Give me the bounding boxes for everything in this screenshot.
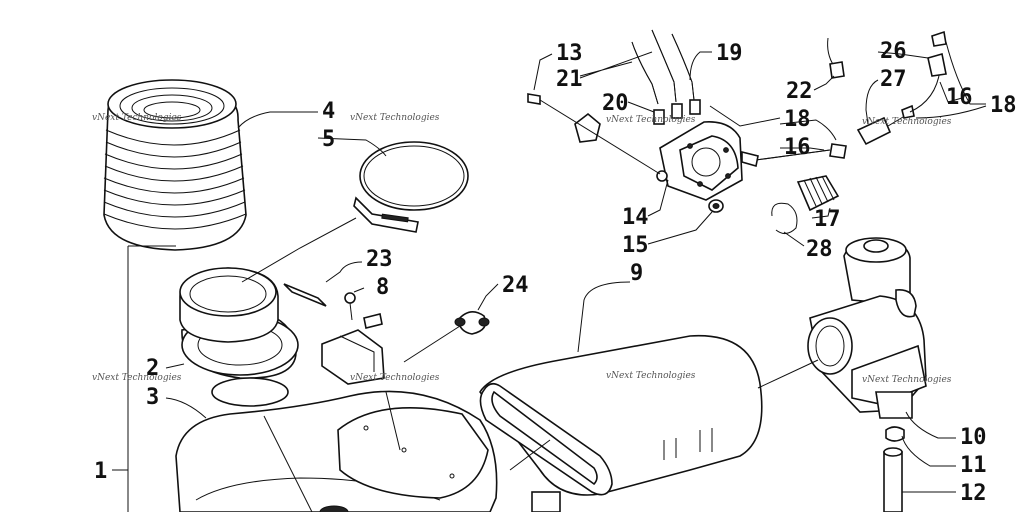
callout-label: 12 <box>960 481 987 506</box>
callout-label: 18 <box>990 93 1017 118</box>
callout-label: 27 <box>880 67 907 92</box>
callout-label: 14 <box>622 205 649 230</box>
callout-label: 24 <box>502 273 529 298</box>
callout-label: 26 <box>880 39 907 64</box>
carburetor <box>807 237 927 419</box>
callout-label: 11 <box>960 453 987 478</box>
fuel-line <box>741 30 947 168</box>
watermark-text: vNext Technologies <box>862 117 952 127</box>
watermark-text: vNext Technologies <box>350 113 440 123</box>
callout-label: 28 <box>806 237 833 262</box>
gas-hose <box>883 426 905 512</box>
airbox-housing <box>175 390 561 512</box>
leader-lines <box>112 41 987 512</box>
watermark-text: vNext Technologies <box>92 373 182 383</box>
watermark-text: vNext Technologies <box>350 373 440 383</box>
intake-duct <box>479 334 763 496</box>
callout-label: 23 <box>366 247 393 272</box>
callout-label: 16 <box>784 135 811 160</box>
callout-label: 5 <box>322 127 335 152</box>
callout-label: 9 <box>630 261 643 286</box>
callout-label: 8 <box>376 275 389 300</box>
watermark-text: vNext Technologies <box>606 371 696 381</box>
watermark-text: vNext Technologies <box>606 115 696 125</box>
hose-clip <box>454 311 490 335</box>
bracket <box>283 283 385 385</box>
watermarks: vNext Technologies vNext Technologies vN… <box>92 113 952 385</box>
callout-label: 2 <box>146 356 159 381</box>
callout-label: 20 <box>602 91 629 116</box>
callout-label: 16 <box>946 85 973 110</box>
callout-label: 3 <box>146 385 159 410</box>
callout-label: 4 <box>322 99 335 124</box>
callout-label: 18 <box>784 107 811 132</box>
vent-hoses <box>631 29 695 105</box>
callout-label: 10 <box>960 425 987 450</box>
callout-labels: 1 2 3 4 5 8 9 10 11 12 13 14 15 16 16 17… <box>94 39 1017 506</box>
callout-label: 21 <box>556 67 583 92</box>
callout-label: 22 <box>786 79 813 104</box>
watermark-text: vNext Technologies <box>862 375 952 385</box>
callout-label: 19 <box>716 41 743 66</box>
fuel-pump <box>527 93 743 213</box>
clamp-band <box>353 141 469 233</box>
intake-adapter <box>179 267 299 407</box>
callout-label: 13 <box>556 41 583 66</box>
watermark-text: vNext Technologies <box>92 113 182 123</box>
callout-label: 17 <box>814 207 841 232</box>
bellows-boot <box>103 79 247 251</box>
callout-label: 1 <box>94 459 107 484</box>
callout-label: 15 <box>622 233 649 258</box>
